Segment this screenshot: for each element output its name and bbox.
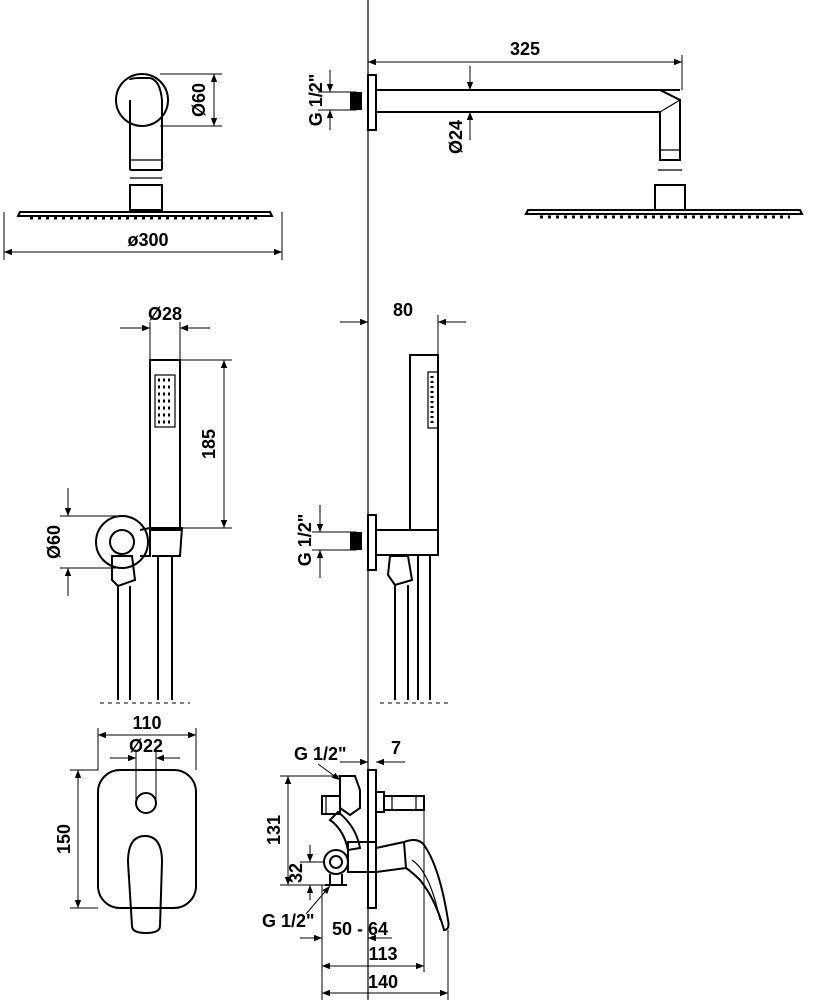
- dim-d60-top: Ø60: [160, 73, 222, 127]
- dim-80: 80: [340, 300, 466, 355]
- dim-d24: Ø24: [446, 66, 490, 154]
- head-shower-front-view: [16, 73, 274, 220]
- label-32: 32: [286, 863, 306, 883]
- mixer-side-view: [321, 769, 450, 932]
- dim-d28: Ø28: [120, 304, 210, 360]
- mixer-front-view: [97, 769, 197, 935]
- dim-150: 150: [54, 769, 98, 909]
- dim-325: 325: [368, 39, 683, 90]
- dim-d22: Ø22: [110, 736, 180, 803]
- head-shower-side-view: [350, 74, 804, 219]
- hand-shower-side-view: [350, 354, 439, 700]
- dim-185: 185: [180, 359, 232, 529]
- dim-113: 113: [322, 810, 425, 972]
- label-d22: Ø22: [129, 736, 163, 756]
- dim-32: 32: [286, 845, 324, 900]
- label-113: 113: [368, 944, 397, 964]
- label-325: 325: [510, 39, 540, 59]
- dim-g12-top: G 1/2": [306, 70, 356, 130]
- label-110: 110: [132, 713, 161, 733]
- hand-shower-nozzles: [158, 378, 172, 424]
- dim-g12-bot-b: G 1/2": [262, 885, 331, 931]
- label-150: 150: [54, 824, 74, 854]
- dim-110: 110: [97, 713, 197, 770]
- label-g12-bot-b: G 1/2": [262, 911, 315, 931]
- dim-d300: ø300: [3, 212, 283, 260]
- dim-50-64: 50 - 64: [300, 885, 392, 1000]
- dim-g12-mid: G 1/2": [295, 505, 356, 578]
- label-140: 140: [368, 972, 398, 992]
- dim-131: 131: [264, 775, 340, 886]
- label-50-64: 50 - 64: [332, 919, 388, 939]
- label-d60-mid: Ø60: [44, 525, 64, 559]
- dim-g12-bot-a: G 1/2": [294, 744, 347, 781]
- label-d300: ø300: [127, 230, 168, 250]
- label-g12-bot-a: G 1/2": [294, 744, 347, 764]
- hand-shower-front-view: [95, 359, 184, 700]
- dim-7: 7: [340, 738, 405, 766]
- dim-d60-mid: Ø60: [44, 488, 122, 596]
- label-g12-top: G 1/2": [306, 74, 326, 127]
- label-80: 80: [393, 300, 413, 320]
- label-g12-mid: G 1/2": [295, 514, 315, 567]
- label-d28: Ø28: [148, 304, 182, 324]
- label-7: 7: [391, 738, 401, 758]
- label-d60-top: Ø60: [189, 83, 209, 117]
- label-d24: Ø24: [446, 120, 466, 154]
- dim-140: 140: [322, 930, 449, 1000]
- label-185: 185: [199, 429, 219, 459]
- label-131: 131: [264, 815, 284, 845]
